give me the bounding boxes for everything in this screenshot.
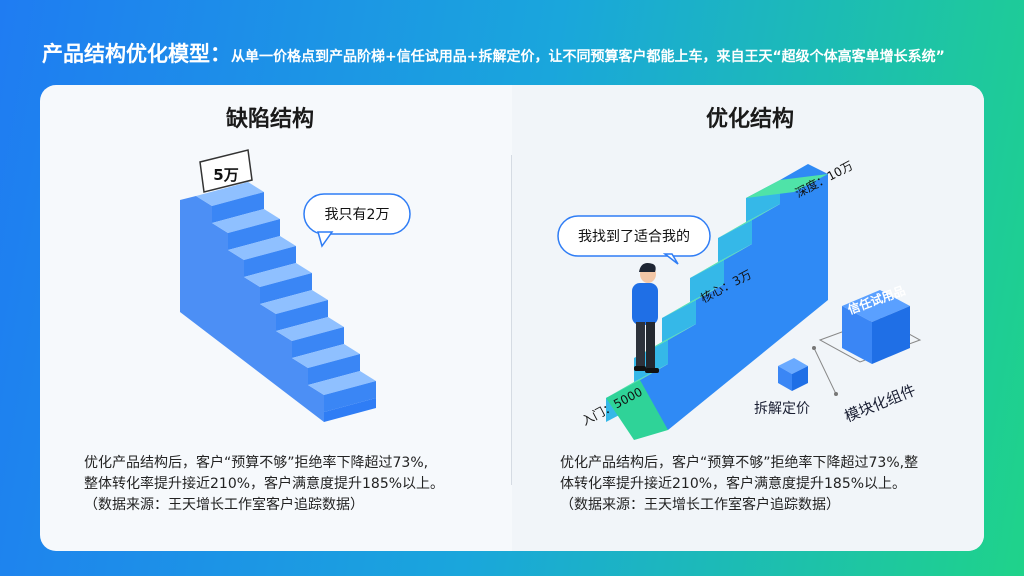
stair-side-face (180, 196, 324, 422)
stair-tread (292, 344, 360, 368)
stair-tread (276, 317, 344, 341)
stair-tread (718, 204, 780, 238)
divider (511, 155, 512, 485)
speech-bubble-right: 我找到了适合我的 (557, 215, 711, 265)
right-description: 优化产品结构后，客户“预算不够”拒绝率下降超过73%,整体转化率提升接近210%… (560, 455, 919, 513)
stair-riser (260, 273, 312, 304)
stair-riser (228, 219, 280, 250)
stair-riser (244, 246, 296, 277)
stair-riser (276, 300, 328, 331)
stair-tread (260, 290, 328, 314)
person-figure (632, 263, 659, 373)
stair-tread (228, 236, 296, 260)
stair-side-face (640, 164, 828, 430)
svg-text:我只有2万: 我只有2万 (325, 207, 390, 223)
stair-tread (690, 244, 752, 278)
stair-riser (718, 220, 752, 262)
speech-bubble-left: 我只有2万 (303, 193, 411, 248)
stair-riser (308, 354, 360, 385)
price-tag: 5万 (199, 149, 253, 193)
left-heading: 缺陷结构 (225, 107, 314, 132)
stair-tread (308, 371, 376, 395)
connector-line (813, 347, 837, 395)
split-pricing-cube: 拆解定价 (754, 358, 810, 417)
stair-tread (196, 182, 264, 206)
stair-front (606, 380, 668, 440)
right-heading: 优化结构 (705, 107, 794, 132)
stair-base (324, 398, 376, 422)
modular-label: 模块化组件 (842, 381, 918, 426)
stair-riser (690, 260, 724, 302)
svg-text:我找到了适合我的: 我找到了适合我的 (578, 229, 690, 245)
trial-product-cube: 信任试用品 (818, 282, 922, 364)
stair-riser (292, 327, 344, 358)
stair-tread (746, 174, 828, 198)
stair-riser (662, 300, 696, 342)
left-description: 优化产品结构后，客户“预算不够”拒绝率下降超过73%,整体转化率提升接近210%… (84, 455, 445, 513)
svg-text:拆解定价: 拆解定价 (754, 401, 810, 417)
svg-text:5万: 5万 (213, 166, 238, 184)
stair-tread (244, 263, 312, 287)
page-title: 产品结构优化模型：从单一价格点到产品阶梯+信任试用品+拆解定价，让不同预算客户都… (42, 42, 945, 66)
defect-staircase (180, 182, 376, 422)
stair-tread (212, 209, 280, 233)
stair-riser (324, 381, 376, 412)
stair-tread (662, 284, 724, 318)
stair-riser (212, 192, 264, 223)
